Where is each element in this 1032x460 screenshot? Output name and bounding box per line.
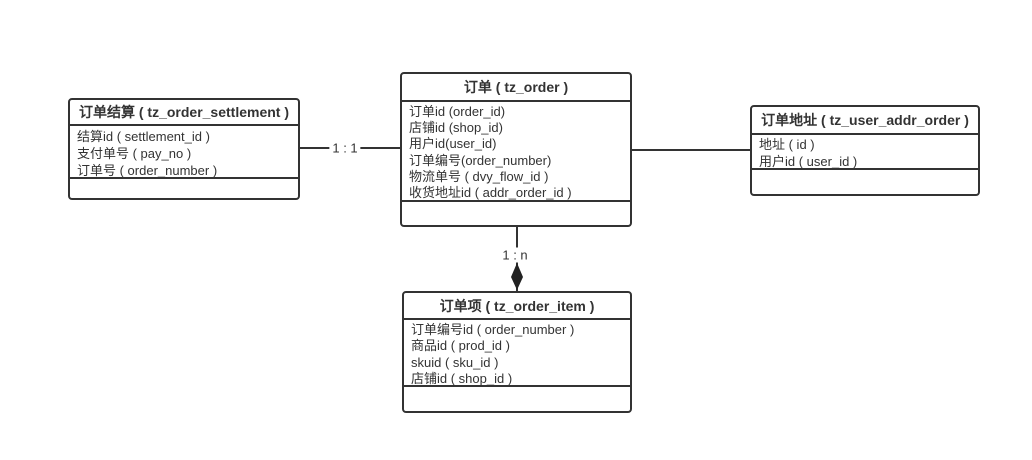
entity-tz-order-settlement[interactable]: 订单结算 ( tz_order_settlement ) 结算id ( sett… — [68, 98, 300, 200]
connector-settlement-order-label: 1 : 1 — [329, 140, 361, 156]
entity-footer — [404, 387, 630, 411]
connector-order-address[interactable] — [632, 149, 750, 151]
entity-title: 订单项 ( tz_order_item ) — [404, 293, 630, 320]
entity-field: 支付单号 ( pay_no ) — [77, 146, 192, 161]
entity-fields: 结算id ( settlement_id ) 支付单号 ( pay_no ) 订… — [70, 126, 298, 179]
entity-field: 物流单号 ( dvy_flow_id ) — [409, 168, 549, 184]
entity-field: 订单编号(order_number) — [409, 152, 552, 168]
entity-field: 订单号 ( order_number ) — [77, 163, 218, 178]
entity-field: 店铺id ( shop_id ) — [411, 370, 513, 386]
entity-footer — [402, 202, 630, 225]
entity-footer — [70, 179, 298, 198]
entity-field: skuid ( sku_id ) — [411, 354, 499, 370]
entity-fields: 订单编号id ( order_number ) 商品id ( prod_id )… — [404, 320, 630, 387]
entity-field: 订单编号id ( order_number ) — [411, 322, 575, 337]
entity-field: 店铺id (shop_id) — [409, 120, 503, 136]
filled-diamond-arrow-icon — [511, 263, 523, 290]
entity-fields: 地址 ( id ) 用户id ( user_id ) — [752, 135, 978, 170]
entity-tz-order[interactable]: 订单 ( tz_order ) 订单id (order_id) 店铺id (sh… — [400, 72, 632, 227]
entity-field: 地址 ( id ) — [759, 137, 815, 152]
entity-title: 订单地址 ( tz_user_addr_order ) — [752, 107, 978, 135]
entity-tz-user-addr-order[interactable]: 订单地址 ( tz_user_addr_order ) 地址 ( id ) 用户… — [750, 105, 980, 196]
entity-field: 商品id ( prod_id ) — [411, 338, 510, 354]
entity-title: 订单结算 ( tz_order_settlement ) — [70, 100, 298, 126]
entity-tz-order-item[interactable]: 订单项 ( tz_order_item ) 订单编号id ( order_num… — [402, 291, 632, 413]
entity-footer — [752, 170, 978, 194]
entity-field: 收货地址id ( addr_order_id ) — [409, 185, 572, 201]
entity-fields: 订单id (order_id) 店铺id (shop_id) 用户id(user… — [402, 102, 630, 202]
entity-field: 用户id ( user_id ) — [759, 153, 858, 169]
entity-field: 结算id ( settlement_id ) — [77, 129, 210, 144]
connector-order-item-label: 1 : n — [499, 247, 531, 263]
entity-title: 订单 ( tz_order ) — [402, 74, 630, 102]
entity-field: 订单id (order_id) — [409, 104, 506, 119]
entity-field: 用户id(user_id) — [409, 136, 497, 152]
